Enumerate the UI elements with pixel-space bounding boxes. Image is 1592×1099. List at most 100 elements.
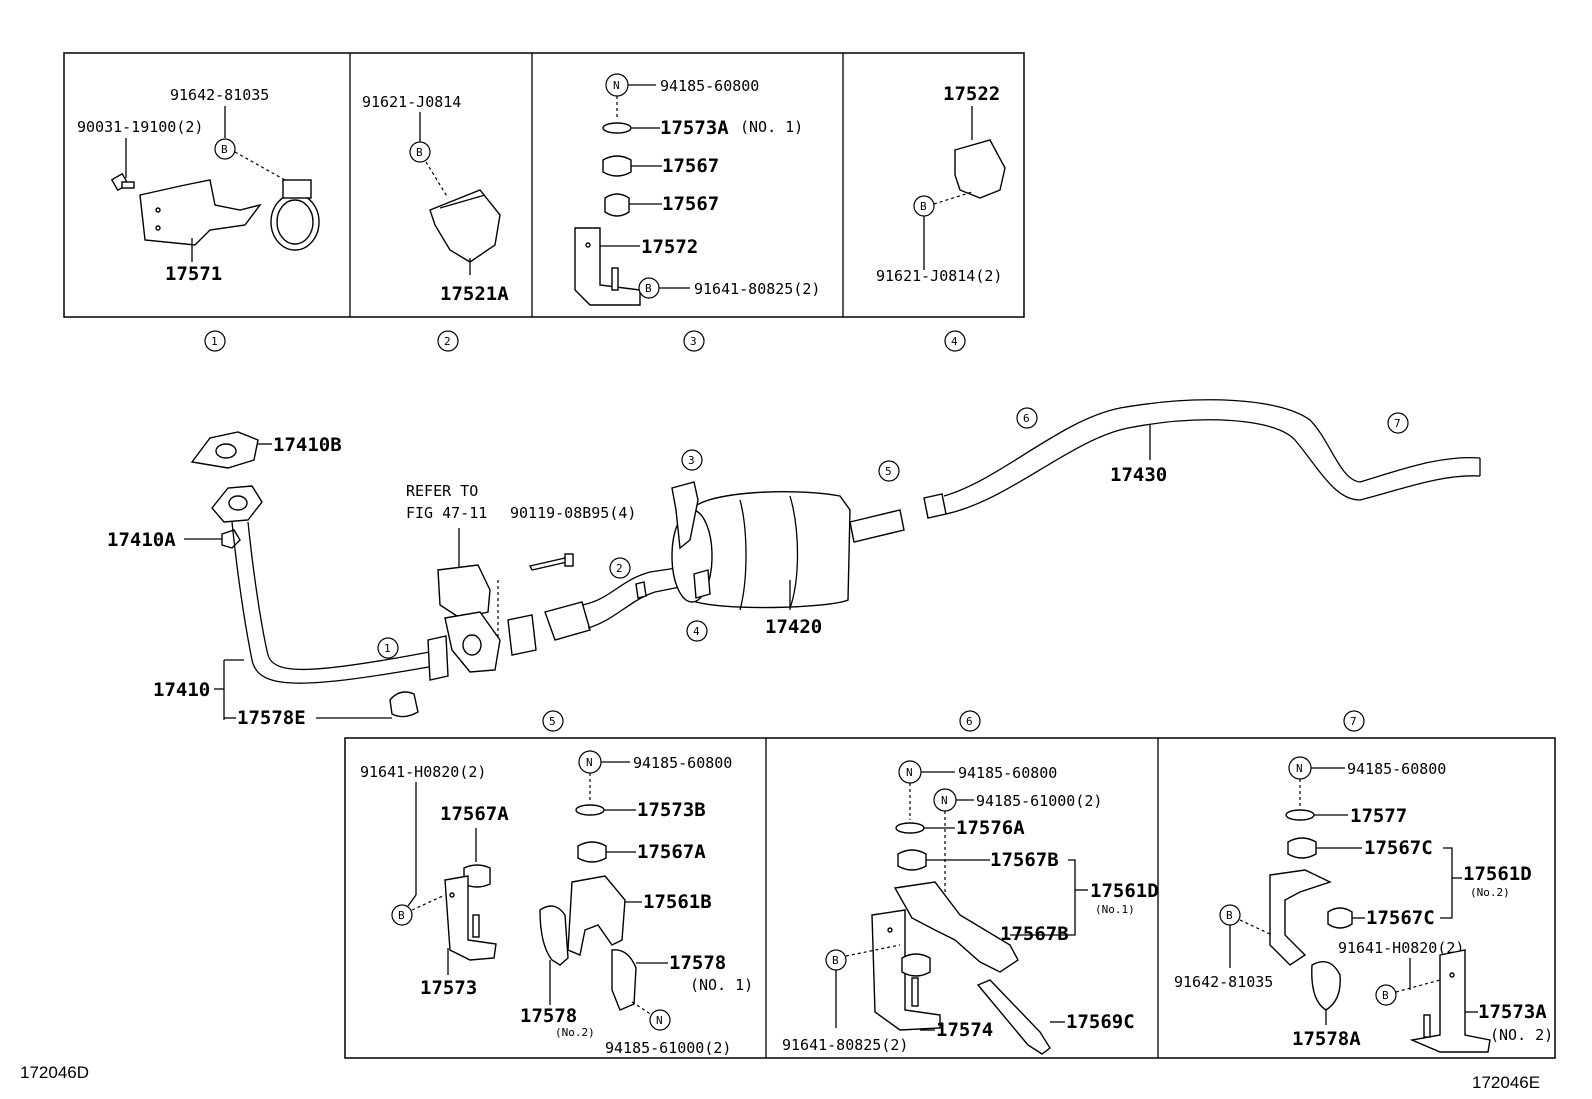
- part-17522: 17522: [943, 83, 1000, 105]
- panel-4: 17522 B 91621-J0814(2): [876, 83, 1006, 285]
- part-17430: 17430: [1110, 464, 1167, 486]
- svg-text:B: B: [416, 146, 423, 159]
- svg-text:2: 2: [444, 335, 451, 348]
- part-91621-J0814-2: 91621-J0814(2): [876, 267, 1002, 285]
- part-91641-H0820: 91641-H0820(2): [360, 763, 486, 781]
- svg-text:6: 6: [1023, 412, 1030, 425]
- part-17576A: 17576A: [956, 817, 1025, 839]
- refer-fig: FIG 47-11: [406, 504, 487, 522]
- part-17578-no1: 17578: [669, 952, 726, 974]
- part-17420: 17420: [765, 616, 822, 638]
- figure-code-left: 172046D: [20, 1063, 89, 1082]
- part-17567C-a: 17567C: [1364, 837, 1433, 859]
- part-17578-no1-note: (NO. 1): [690, 976, 753, 994]
- support-bracket-17572: [574, 227, 641, 306]
- part-17567C-b: 17567C: [1366, 907, 1435, 929]
- part-17578-no2: 17578: [520, 1005, 577, 1027]
- panel-2: 91621-J0814 B 17521A: [362, 93, 509, 305]
- bottom-panels: 91641-H0820(2) B 17567A 17573 N 94185-60…: [344, 737, 1556, 1059]
- part-17561D-no2-note: (No.2): [1470, 886, 1510, 899]
- svg-text:B: B: [1382, 989, 1389, 1002]
- part-17573B: 17573B: [637, 799, 706, 821]
- strap-17569C: [976, 979, 1051, 1055]
- svg-text:N: N: [586, 756, 593, 769]
- nut-17410A: [221, 529, 241, 549]
- cushion-icon: [602, 155, 632, 177]
- part-17572: 17572: [641, 236, 698, 258]
- svg-text:N: N: [656, 1014, 663, 1027]
- panel-6: N 94185-60800 N 94185-61000(2) 17576A 17…: [782, 760, 1159, 1055]
- panel-3: N 94185-60800 17573A (NO. 1) 17567 17567…: [574, 73, 820, 306]
- part-17567-a: 17567: [662, 155, 719, 177]
- part-91641-H0820-7: 91641-H0820(2): [1338, 939, 1464, 957]
- panel-7: N 94185-60800 17577 17567C 17561D (No.2)…: [1174, 756, 1553, 1053]
- svg-text:N: N: [941, 794, 948, 807]
- svg-text:2: 2: [616, 562, 623, 575]
- part-94185-60800: 94185-60800: [660, 77, 759, 95]
- refer-to: REFER TO: [406, 482, 478, 500]
- svg-text:7: 7: [1394, 417, 1401, 430]
- part-17561D-no2: 17561D: [1463, 863, 1532, 885]
- svg-text:N: N: [906, 766, 913, 779]
- main-assembly: 17410B 17410A 1 17410 17578E REFER TO FI…: [107, 399, 1481, 732]
- part-17561B: 17561B: [643, 891, 712, 913]
- part-17573A-note: (NO. 1): [740, 118, 803, 136]
- part-91621-J0814: 91621-J0814: [362, 93, 461, 111]
- svg-text:6: 6: [966, 715, 973, 728]
- part-17567B-b: 17567B: [1000, 923, 1069, 945]
- exhaust-hanger-17522: [954, 139, 1006, 199]
- part-17577: 17577: [1350, 805, 1407, 827]
- bracket-17561D-no1: [893, 881, 1019, 973]
- svg-text:B: B: [645, 282, 652, 295]
- svg-text:N: N: [1296, 762, 1303, 775]
- svg-text:1: 1: [384, 642, 391, 655]
- part-17569C: 17569C: [1066, 1011, 1135, 1033]
- top-panel-frame: [63, 52, 1025, 318]
- tail-pipe-17430: [943, 399, 1481, 497]
- part-17561D-no1-note: (No.1): [1095, 903, 1135, 916]
- svg-text:B: B: [1226, 909, 1233, 922]
- bracket-17573: [444, 875, 497, 961]
- figure-code-right: 172046E: [1472, 1073, 1540, 1092]
- part-91642-81035-7: 91642-81035: [1174, 973, 1273, 991]
- svg-text:5: 5: [549, 715, 556, 728]
- svg-text:3: 3: [688, 454, 695, 467]
- part-17561D-no1: 17561D: [1090, 880, 1159, 902]
- svg-text:1: 1: [211, 335, 218, 348]
- panel-1: 91642-81035 90031-19100(2) B 17571: [77, 86, 320, 285]
- bracket-17561B: [567, 875, 626, 956]
- cushion-icon: [604, 193, 630, 217]
- svg-text:7: 7: [1350, 715, 1357, 728]
- part-17574: 17574: [936, 1019, 993, 1041]
- clamp-17578-no1: [611, 949, 637, 1011]
- top-panels: 91642-81035 90031-19100(2) B 17571: [63, 52, 1025, 352]
- panel-indices: 1 2 3 4: [204, 330, 966, 352]
- part-17578-no2-note: (No.2): [555, 1026, 595, 1039]
- svg-text:3: 3: [690, 335, 697, 348]
- part-94185-60800-5: 94185-60800: [633, 754, 732, 772]
- part-17567A: 17567A: [637, 841, 706, 863]
- bolt-badge-b: [214, 138, 236, 160]
- part-90031-19100: 90031-19100(2): [77, 118, 203, 136]
- bracket-17574: [871, 909, 941, 1031]
- part-17410A: 17410A: [107, 529, 176, 551]
- part-94185-61000-6: 94185-61000(2): [976, 792, 1102, 810]
- part-94185-61000-5: 94185-61000(2): [605, 1039, 731, 1057]
- part-90119-08B95: 90119-08B95(4): [510, 504, 636, 522]
- bracket-17571: [139, 179, 262, 246]
- svg-text:5: 5: [885, 465, 892, 478]
- part-91641-80825: 91641-80825(2): [694, 280, 820, 298]
- clamp-17578A: [1311, 961, 1341, 1011]
- part-91641-80825-6: 91641-80825(2): [782, 1036, 908, 1054]
- panel-5: 91641-H0820(2) B 17567A 17573 N 94185-60…: [360, 750, 753, 1057]
- part-17578E: 17578E: [237, 707, 306, 729]
- svg-text:4: 4: [951, 335, 958, 348]
- heat-insulator-17521A: [429, 189, 501, 263]
- bolt-90119: [528, 557, 569, 571]
- part-17410: 17410: [153, 679, 210, 701]
- center-pipe: [544, 601, 591, 641]
- clamp-17578-no2: [539, 905, 569, 966]
- bracket-17561D-no2: [1269, 869, 1332, 966]
- exhaust-valve: [437, 564, 491, 619]
